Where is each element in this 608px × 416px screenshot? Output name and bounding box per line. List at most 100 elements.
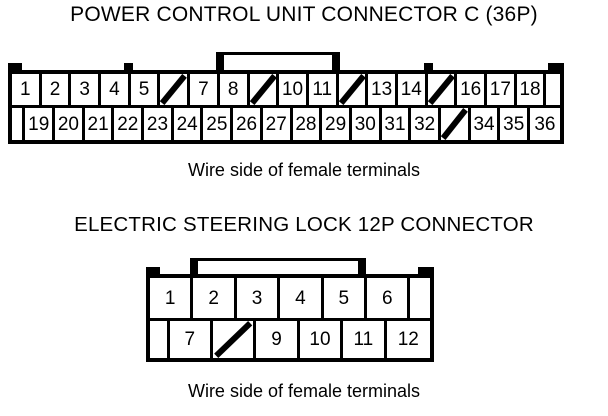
terminal-cavity: 10 [299, 321, 344, 358]
terminal-cavity: 21 [84, 108, 115, 140]
terminal-number: 16 [460, 79, 482, 100]
terminal-cavity: 20 [55, 108, 85, 140]
terminal-number: 27 [265, 113, 287, 135]
terminal-number: 11 [353, 329, 374, 350]
terminal-cavity-unused [160, 74, 191, 105]
terminal-number: 22 [117, 113, 139, 135]
terminal-cavity: 10 [279, 74, 309, 105]
terminal-cavity: 3 [71, 74, 102, 105]
terminal-cavity: 35 [500, 108, 531, 140]
terminal-number: 11 [312, 79, 333, 100]
terminal-number: 3 [251, 287, 263, 309]
terminal-cavity: 17 [487, 74, 517, 105]
terminal-cavity: 12 [386, 321, 430, 358]
terminal-cavity: 5 [323, 278, 368, 318]
terminal-number: 20 [57, 113, 79, 135]
terminal-cavity: 34 [470, 108, 501, 140]
unused-cavity-slash-icon [441, 108, 468, 140]
terminal-cavity: 27 [262, 108, 293, 140]
terminal-cavity: 2 [41, 74, 72, 105]
power-control-unit-connector-caption: Wire side of female terminals [187, 160, 421, 180]
terminal-cavity: 7 [190, 74, 220, 105]
terminal-number: 32 [414, 113, 436, 135]
terminal-cavity: 28 [292, 108, 323, 140]
terminal-number: 1 [164, 287, 176, 309]
terminal-cavity-blank [546, 74, 560, 105]
terminal-number: 31 [384, 113, 406, 135]
terminal-cavity: 36 [530, 108, 560, 140]
terminal-cavity: 24 [173, 108, 204, 140]
latch-post-right [332, 52, 340, 72]
terminal-cavity: 32 [411, 108, 441, 140]
unused-cavity-slash-icon [160, 74, 187, 105]
terminal-cavity: 1 [12, 74, 42, 105]
terminal-cavity: 4 [101, 74, 131, 105]
terminal-cavity: 11 [343, 321, 387, 358]
latch-post-right [358, 258, 366, 276]
terminal-cavity-blank [12, 108, 26, 140]
terminal-number: 9 [271, 329, 282, 350]
terminal-cavity-unused [249, 74, 280, 105]
terminal-number: 25 [206, 113, 228, 135]
terminal-number: 12 [397, 329, 419, 350]
terminal-cavity-unused [440, 108, 471, 140]
terminal-cavity-unused [427, 74, 458, 105]
terminal-number: 21 [87, 113, 109, 135]
terminal-number: 8 [227, 79, 239, 100]
terminal-cavity: 11 [308, 74, 339, 105]
terminal-number: 29 [325, 113, 347, 135]
terminal-cavity: 14 [397, 74, 428, 105]
terminal-cavity: 19 [25, 108, 56, 140]
terminal-cavity: 13 [368, 74, 398, 105]
electric-steering-lock-connector-caption: Wire side of female terminals [187, 381, 421, 401]
keying-notch-mid-left [124, 63, 133, 72]
terminal-number: 14 [400, 79, 422, 100]
terminal-cavity: 4 [280, 278, 324, 318]
terminal-cavity: 26 [233, 108, 263, 140]
terminal-number: 19 [28, 113, 50, 135]
terminal-cavity: 2 [193, 278, 237, 318]
terminal-cavity: 30 [351, 108, 382, 140]
terminal-cavity: 3 [236, 278, 281, 318]
latch-post-left [190, 258, 198, 276]
terminal-number: 34 [473, 113, 495, 135]
terminal-cavity: 18 [516, 74, 547, 105]
keying-notch-left [8, 63, 22, 72]
terminal-cavity: 6 [367, 278, 411, 318]
terminal-cavity: 29 [322, 108, 352, 140]
terminal-cavity: 7 [169, 321, 213, 358]
terminal-number: 17 [489, 79, 511, 100]
latch-post-left [216, 52, 224, 72]
terminal-number: 36 [534, 113, 556, 135]
keying-notch-right [418, 267, 434, 276]
terminal-cavity: 9 [256, 321, 300, 358]
terminal-number: 13 [371, 79, 393, 100]
terminal-number: 24 [176, 113, 198, 135]
keying-notch-right [548, 63, 564, 72]
terminal-number: 4 [295, 287, 306, 309]
terminal-number: 7 [198, 79, 209, 100]
terminal-cavity: 5 [130, 74, 161, 105]
terminal-number: 35 [503, 113, 525, 135]
terminal-number: 10 [309, 329, 331, 350]
terminal-cavity-blank [150, 321, 170, 358]
terminal-cavity: 8 [219, 74, 250, 105]
terminal-number: 26 [235, 113, 258, 135]
terminal-number: 10 [281, 79, 304, 100]
terminal-cavity: 31 [381, 108, 412, 140]
unused-cavity-slash-icon [339, 74, 366, 105]
terminal-number: 2 [208, 287, 219, 309]
terminal-number: 2 [49, 79, 61, 100]
latch-bracket [216, 52, 340, 72]
power-control-unit-connector-title: POWER CONTROL UNIT CONNECTOR C (36P) [70, 3, 538, 26]
unused-cavity-slash-icon [250, 74, 277, 105]
terminal-cavity: 23 [144, 108, 174, 140]
terminal-number: 5 [338, 287, 350, 309]
terminal-number: 28 [295, 113, 317, 135]
